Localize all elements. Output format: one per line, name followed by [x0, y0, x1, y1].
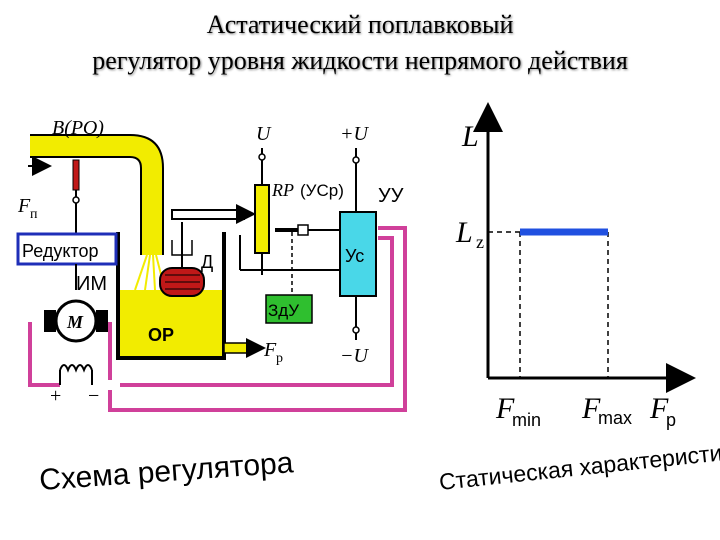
label-actuator: ИМ — [76, 273, 107, 295]
caption-scheme: Схема регулятора — [38, 446, 295, 497]
inlet-pipe — [30, 135, 163, 255]
x-axis-label-sub: р — [666, 410, 676, 430]
wire-motor-left — [28, 322, 60, 387]
label-motor: M — [66, 312, 84, 332]
title-line-1: Астатический поплавковый — [206, 10, 514, 39]
caption-characteristic: Статическая характеристика — [438, 437, 720, 495]
regulator-scheme: В(РО) F п Редуктор ИМ M ОР Д F р U RP (У… — [16, 117, 407, 497]
label-pot: RP — [271, 180, 294, 200]
title-line-2: регулятор уровня жидкости непрямого дейс… — [92, 46, 628, 75]
amplifier-block — [339, 211, 377, 297]
label-u-top: U — [256, 123, 272, 145]
label-f-out: F — [263, 339, 277, 361]
y-axis-label: L — [461, 120, 479, 153]
field-coil — [59, 364, 93, 373]
label-minus-u: −U — [340, 345, 369, 367]
fmax-label-sub: max — [598, 408, 632, 428]
level-label: L — [455, 216, 473, 249]
setpoint-block — [265, 294, 313, 324]
fmax-label: F — [581, 392, 601, 425]
vessel-walls — [116, 232, 226, 360]
lever-arm — [171, 209, 245, 220]
x-axis-label: F — [649, 392, 669, 425]
potentiometer — [254, 184, 270, 254]
valve-plug — [72, 159, 80, 191]
label-f-in-sub: п — [30, 207, 38, 222]
label-reducer: Редуктор — [22, 241, 98, 261]
motor — [54, 299, 98, 343]
outlet-pipe — [223, 342, 251, 354]
reducer-box — [16, 232, 118, 266]
wire-main-loop — [108, 226, 407, 412]
label-plus-sign: + — [50, 385, 61, 407]
label-f-out-sub: р — [276, 351, 283, 366]
label-amp: Ус — [345, 246, 364, 266]
static-characteristic: L L z F min F max F р Статическая характ… — [438, 102, 720, 495]
fmin-label-sub: min — [512, 410, 541, 430]
label-pot-note: (УСр) — [300, 181, 344, 200]
label-valve: В(РО) — [52, 117, 104, 139]
label-object: ОР — [148, 325, 174, 345]
label-setpoint: ЗдУ — [268, 301, 299, 320]
fmin-label: F — [495, 392, 515, 425]
wire-amp-right — [120, 236, 394, 387]
level-label-sub: z — [476, 232, 484, 252]
label-uu: УУ — [378, 185, 404, 207]
vessel-liquid — [120, 290, 222, 356]
label-sensor: Д — [201, 252, 213, 272]
label-plus-u: +U — [340, 123, 369, 145]
label-minus-sign: − — [88, 385, 99, 407]
label-f-in: F — [17, 195, 31, 217]
